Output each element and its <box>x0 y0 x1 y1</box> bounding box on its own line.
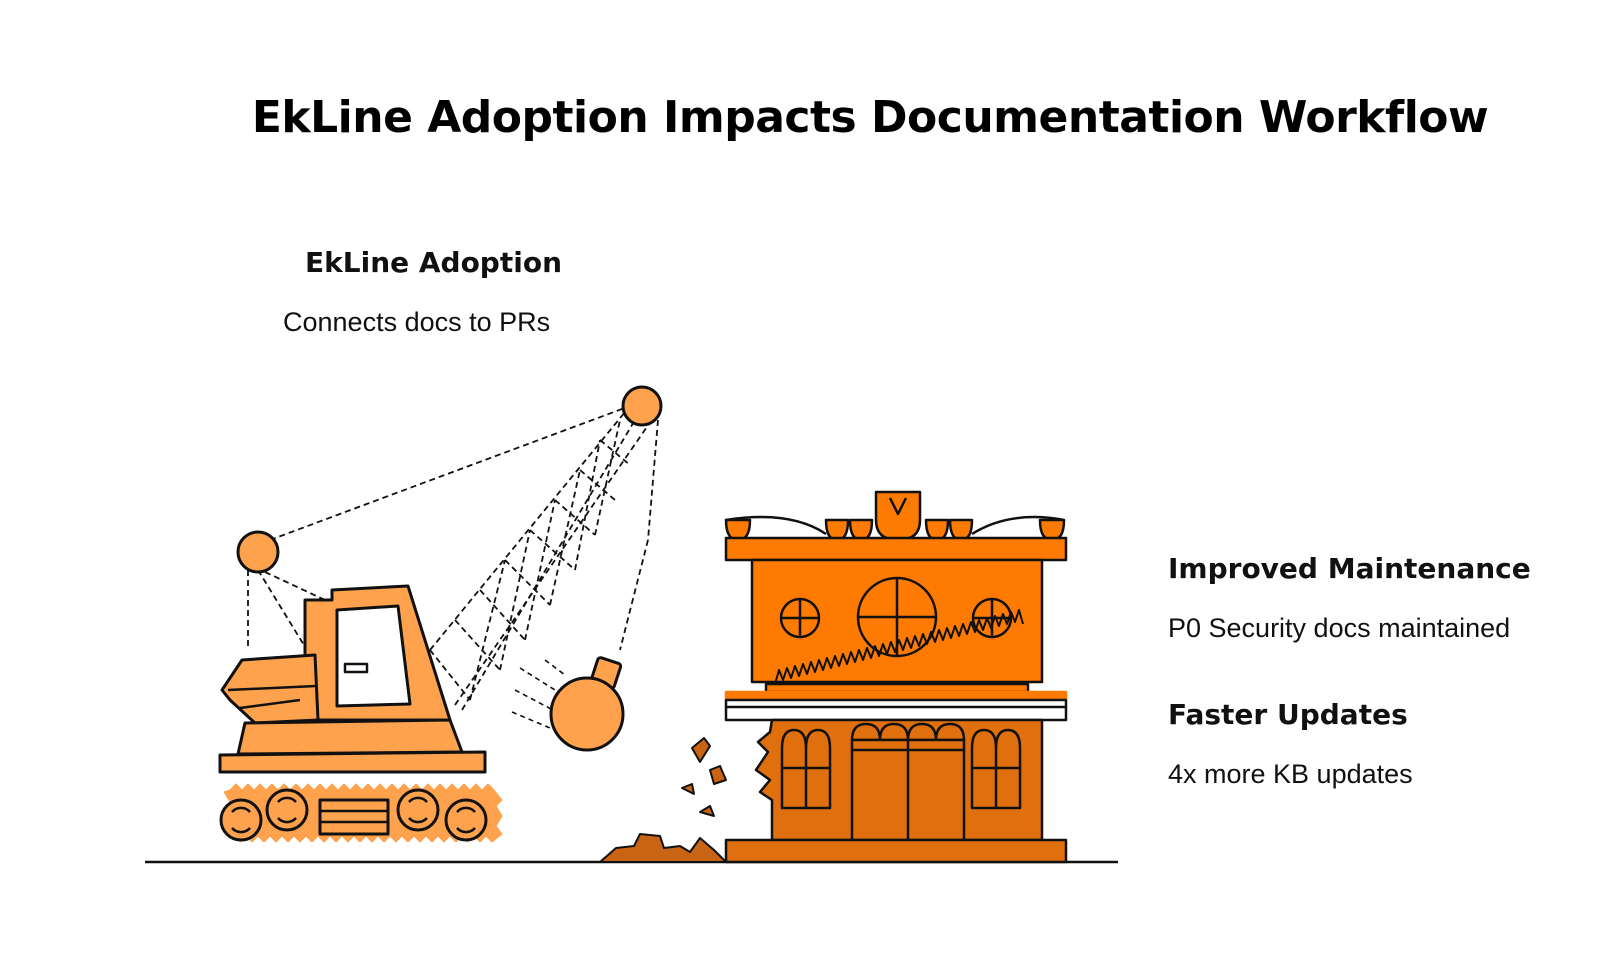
building-base <box>724 838 1068 864</box>
crane-deck <box>218 750 487 774</box>
adoption-description: Connects docs to PRs <box>283 307 551 337</box>
crane-base <box>236 718 464 756</box>
building-icon <box>724 490 1068 864</box>
updates-heading: Faster Updates <box>1168 698 1408 731</box>
wrecking-crane-icon <box>218 385 663 843</box>
swing-motion-lines <box>511 659 566 729</box>
rear-pulley <box>236 530 280 574</box>
boom-tip-pulley <box>621 385 663 427</box>
debris-icon <box>599 737 727 863</box>
roof-ornaments <box>724 490 1066 542</box>
page-title: EkLine Adoption Impacts Documentation Wo… <box>251 92 1489 143</box>
adoption-heading: EkLine Adoption <box>305 246 563 279</box>
updates-block: Faster Updates 4x more KB updates <box>1168 698 1413 790</box>
track-grille <box>318 798 390 836</box>
updates-description: 4x more KB updates <box>1168 759 1413 789</box>
building-cornice <box>724 536 1068 562</box>
maintenance-heading: Improved Maintenance <box>1168 552 1531 585</box>
track-wheels <box>219 788 488 842</box>
cab-window <box>335 604 412 708</box>
maintenance-description: P0 Security docs maintained <box>1168 613 1511 643</box>
cab-handle <box>343 662 369 674</box>
balcony-ledge <box>724 698 1068 722</box>
planter-foliage <box>774 609 1024 685</box>
wrecking-ball-icon <box>549 656 625 752</box>
adoption-block: EkLine Adoption Connects docs to PRs <box>283 246 562 338</box>
maintenance-block: Improved Maintenance P0 Security docs ma… <box>1168 552 1531 644</box>
crane-boom-lattice <box>247 405 661 711</box>
